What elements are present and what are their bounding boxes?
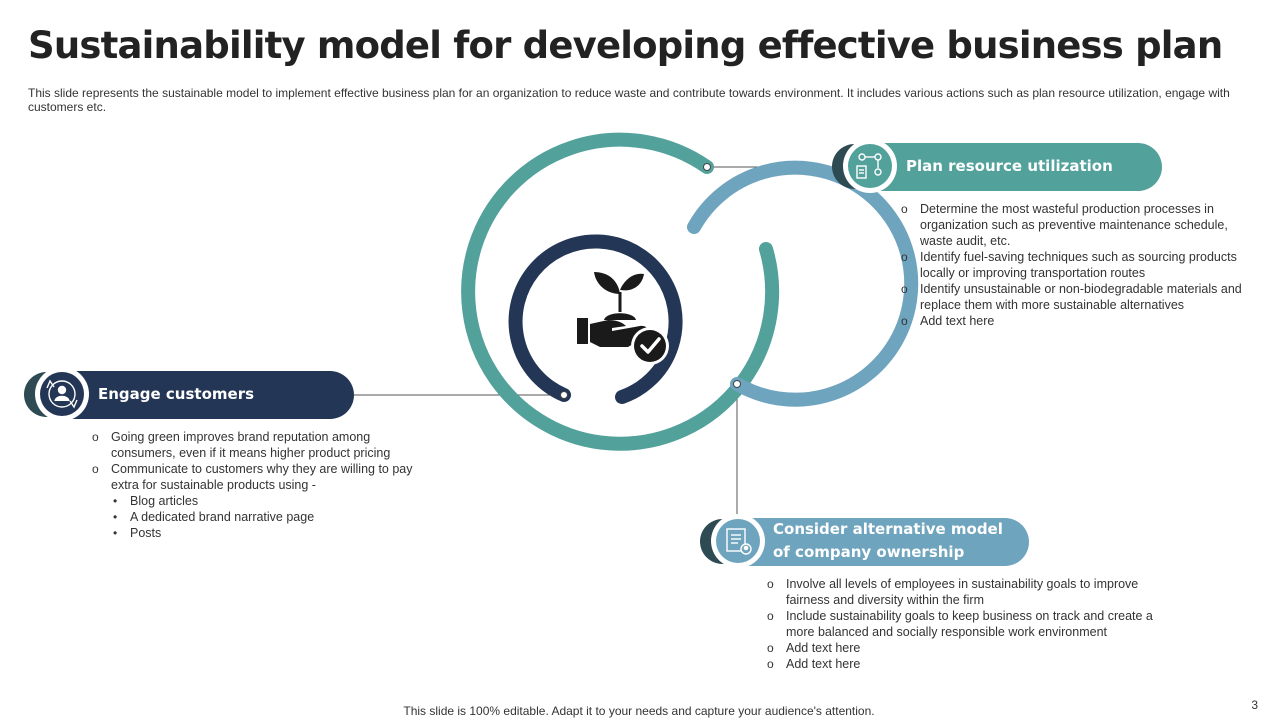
connector-dot-engage xyxy=(560,391,568,399)
connector-dot-ownership xyxy=(733,380,741,388)
engage-pill xyxy=(24,367,354,421)
footer-text: This slide is 100% editable. Adapt it to… xyxy=(403,704,875,718)
slide-subtitle: This slide represents the sustainable mo… xyxy=(28,86,1230,114)
list-item: Include sustainability goals to keep bus… xyxy=(767,608,1167,640)
list-item: Involve all levels of employees in susta… xyxy=(767,576,1167,608)
customer-cycle-icon xyxy=(46,379,78,409)
inner-ring xyxy=(508,234,683,404)
list-item: Identify fuel-saving techniques such as … xyxy=(901,249,1261,281)
outer-ring xyxy=(461,132,780,451)
ownership-bullet-list: Involve all levels of employees in susta… xyxy=(767,576,1167,672)
ownership-label: Consider alternative model of company ow… xyxy=(773,520,1003,561)
resource-flow-icon xyxy=(856,153,882,179)
list-item: Communicate to customers why they are wi… xyxy=(92,461,438,493)
list-item: Add text here xyxy=(901,313,1261,329)
engage-customers-label: Engage customers xyxy=(98,385,255,403)
list-item: Add text here xyxy=(767,656,1167,672)
slide-title: Sustainability model for developing effe… xyxy=(28,24,1223,67)
connector-dot-plan xyxy=(703,163,711,171)
plan-resource-label: Plan resource utilization xyxy=(906,157,1113,175)
page-number: 3 xyxy=(1251,698,1258,712)
list-item: Going green improves brand reputation am… xyxy=(92,429,438,461)
ownership-pill xyxy=(700,514,1029,568)
plan-bullet-list: Determine the most wasteful production p… xyxy=(901,201,1261,329)
list-item: Blog articles xyxy=(92,493,438,509)
engage-bullet-list: Going green improves brand reputation am… xyxy=(92,429,438,541)
list-item: A dedicated brand narrative page xyxy=(92,509,438,525)
footer-note: This slide is 100% editable. Adapt it to… xyxy=(0,704,1280,718)
middle-ring xyxy=(687,160,919,407)
list-item: Posts xyxy=(92,525,438,541)
list-item: Identify unsustainable or non-biodegrada… xyxy=(901,281,1261,313)
hand-plant-check-icon xyxy=(577,272,669,365)
list-item: Determine the most wasteful production p… xyxy=(901,201,1261,249)
ownership-document-icon xyxy=(726,528,752,555)
plan-pill xyxy=(832,139,1162,193)
list-item: Add text here xyxy=(767,640,1167,656)
